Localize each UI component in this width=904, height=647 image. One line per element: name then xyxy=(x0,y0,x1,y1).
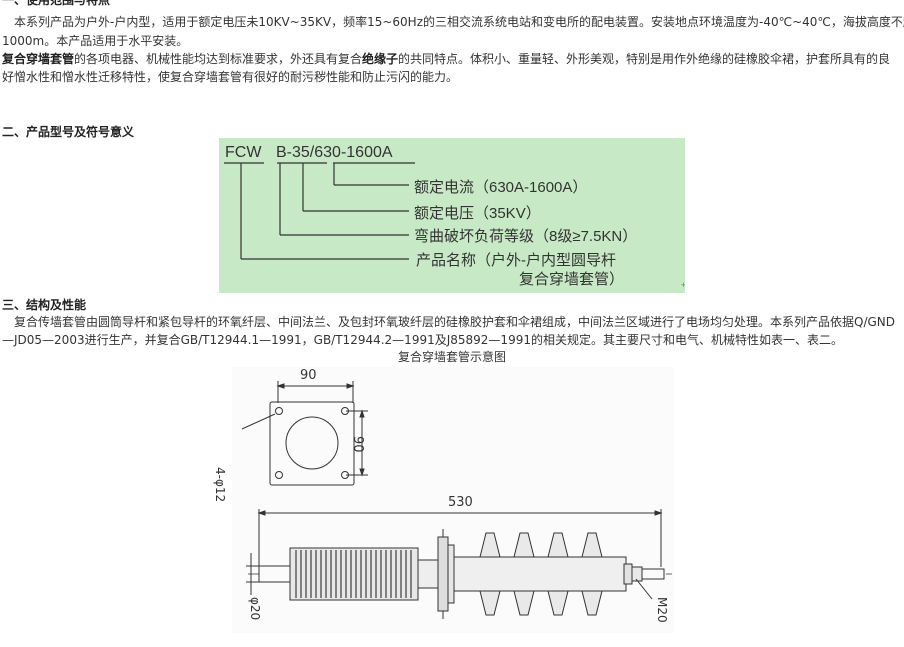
section1-para1-line2: 1000m。本产品适用于水平安装。 xyxy=(2,34,189,48)
thread-label: M20 xyxy=(655,597,669,623)
designation-diagram: + FCW B-35/630-1600A 额定电流（630A-1600A） 额定… xyxy=(219,138,685,293)
section3-para-line2: —JD05—2003进行生产，并复合GB/T12944.1—1991，GB/T1… xyxy=(2,333,843,347)
section1-heading: 一、使用范围与特点 xyxy=(2,0,111,7)
section1-para1-line1: 本系列产品为户外-户内型，适用于额定电压未10KV~35KV，频率15~60Hz… xyxy=(14,15,904,29)
para2-text-b: 的共同特点。体积小、重量轻、外形美观，特别是用作外绝缘的硅橡胶伞裙，护套所具有的… xyxy=(398,52,891,66)
designation-lines: + xyxy=(224,162,685,290)
bushing-drawing-svg xyxy=(241,381,672,619)
designation-prefix: FCW xyxy=(225,144,262,161)
product-name-bold: 复合穿墙套管 xyxy=(2,52,75,66)
designation-product-name-line2: 复合穿墙套管） xyxy=(519,271,625,288)
section3-para-line1: 复合传墙套管由圆筒导杆和紧包导杆的环氧纤层、中间法兰、及包封环氧玻纤层的硅橡胶护… xyxy=(14,315,896,329)
holes-label: 4-φ12 xyxy=(213,467,227,503)
designation-rated-voltage: 额定电压（35KV） xyxy=(414,205,541,222)
section2-heading: 二、产品型号及符号意义 xyxy=(2,125,135,139)
svg-text:+: + xyxy=(681,280,685,290)
designation-bending-load: 弯曲破坏负荷等级（8级≥7.5KN） xyxy=(414,228,638,245)
designation-rated-current: 额定电流（630A-1600A） xyxy=(414,179,588,196)
dim-height-label: 90 xyxy=(350,436,365,453)
dim-width-label: 90 xyxy=(300,368,317,383)
designation-product-name: 产品名称（户外-户内型圆导杆 xyxy=(416,252,616,269)
section1-para2-line2: 好憎水性和憎水性迁移特性，使复合穿墙套管有很好的耐污秽性能和防止污闪的能力。 xyxy=(2,70,459,84)
insulator-bold: 绝缘子 xyxy=(362,52,399,66)
rod-diameter-label: φ20 xyxy=(248,597,262,621)
designation-code: B-35/630-1600A xyxy=(276,144,393,161)
length-label: 530 xyxy=(448,495,473,510)
figure-caption: 复合穿墙套管示意图 xyxy=(398,350,507,364)
para2-text-a: 的各项电器、机械性能均达到标准要求，外还具有复合 xyxy=(74,52,363,66)
section1-para2-line1: 复合穿墙套管的各项电器、机械性能均达到标准要求，外还具有复合绝缘子的共同特点。体… xyxy=(2,50,890,69)
section3-heading: 三、结构及性能 xyxy=(2,298,87,312)
bushing-drawing: 90 90 4-φ12 530 φ20 M20 xyxy=(213,367,674,633)
